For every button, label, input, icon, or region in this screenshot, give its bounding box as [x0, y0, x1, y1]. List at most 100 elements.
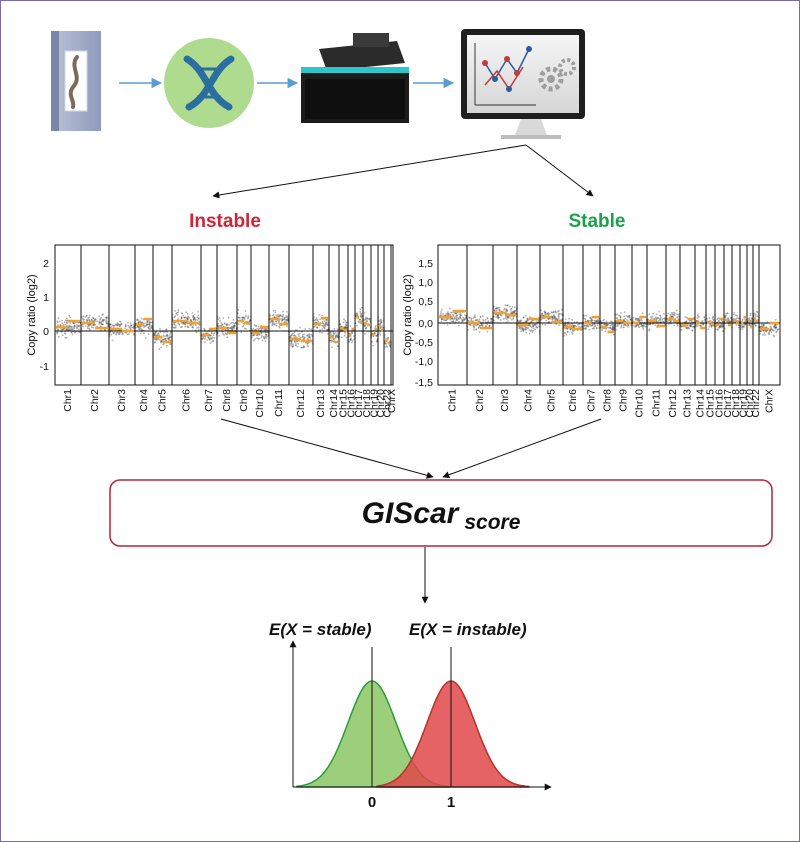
scatter-point	[221, 323, 224, 326]
scatter-point	[506, 304, 509, 307]
scatter-point	[652, 312, 654, 315]
computer-analysis-icon	[461, 29, 585, 139]
scatter-point	[482, 319, 485, 322]
sequencer-icon	[301, 33, 409, 123]
scatter-point	[455, 312, 458, 315]
scatter-point	[693, 326, 695, 328]
scatter-point	[72, 322, 75, 324]
scatter-point	[189, 318, 192, 321]
scatter-point	[140, 317, 143, 320]
scatter-point	[374, 326, 377, 328]
scatter-point	[622, 326, 625, 329]
scatter-point	[356, 324, 358, 327]
scatter-point	[315, 317, 318, 319]
scatter-point	[146, 323, 149, 326]
scatter-point	[121, 333, 124, 336]
scatter-point	[297, 333, 300, 336]
scatter-point	[69, 316, 72, 319]
scatter-point	[257, 329, 260, 331]
scatter-point	[266, 335, 269, 338]
scatter-point	[313, 319, 316, 322]
scatter-point	[504, 304, 507, 307]
scatter-point	[101, 314, 104, 316]
scatter-point	[455, 315, 457, 317]
scatter-point	[76, 324, 78, 326]
scatter-point	[547, 318, 550, 321]
scatter-point	[728, 320, 731, 323]
scatter-point	[360, 313, 363, 316]
scatter-point	[687, 327, 690, 329]
instable-chromosome-dividers	[80, 245, 392, 385]
scatter-point	[193, 316, 196, 319]
scatter-point	[623, 315, 626, 318]
scatter-point	[94, 323, 97, 326]
scatter-point	[572, 324, 575, 327]
scatter-point	[626, 326, 629, 328]
scatter-point	[589, 317, 591, 320]
scatter-point	[332, 332, 335, 335]
scatter-point	[336, 332, 339, 334]
scatter-point	[616, 324, 619, 326]
scatter-point	[669, 320, 672, 323]
scatter-point	[569, 328, 572, 331]
scatter-point	[243, 327, 246, 330]
scatter-point	[564, 323, 567, 326]
scatter-point	[738, 324, 740, 327]
scatter-point	[228, 327, 230, 330]
scatter-point	[627, 315, 630, 317]
scatter-point	[109, 326, 111, 328]
scatter-point	[554, 310, 557, 313]
scatter-point	[56, 320, 59, 323]
scatter-point	[337, 336, 339, 338]
scatter-point	[524, 320, 527, 323]
scatter-point	[570, 328, 572, 330]
scatter-point	[226, 326, 229, 329]
scatter-point	[473, 315, 476, 318]
scatter-point	[139, 332, 142, 335]
scatter-point	[724, 327, 726, 330]
scatter-point	[464, 314, 466, 316]
scatter-point	[137, 321, 140, 324]
scatter-point	[183, 316, 186, 319]
scatter-point	[703, 316, 706, 319]
scatter-point	[557, 310, 559, 313]
scatter-point	[365, 327, 367, 329]
scatter-point	[137, 322, 140, 324]
scatter-point	[502, 317, 505, 320]
scatter-point	[230, 326, 233, 329]
chromosome-label: Chr20	[375, 389, 387, 418]
scatter-point	[690, 323, 693, 326]
scatter-point	[145, 324, 148, 327]
scatter-point	[553, 314, 555, 317]
scatter-point	[684, 316, 687, 318]
scatter-point	[667, 320, 670, 322]
instable-ytick: 0	[43, 326, 49, 338]
scatter-point	[473, 328, 475, 331]
scatter-point	[623, 319, 625, 321]
scatter-point	[147, 327, 150, 330]
scatter-point	[447, 311, 449, 313]
scatter-point	[495, 307, 498, 309]
scatter-point	[301, 335, 304, 338]
scatter-point	[776, 329, 779, 331]
scatter-point	[118, 325, 121, 328]
chromosome-label: Chr10	[254, 389, 266, 418]
scatter-point	[735, 314, 737, 317]
scatter-point	[612, 327, 615, 330]
scatter-point	[495, 309, 498, 312]
scatter-point	[274, 311, 277, 314]
scatter-point	[289, 340, 292, 342]
scatter-point	[359, 308, 362, 311]
scatter-point	[66, 322, 68, 325]
scatter-point	[373, 331, 376, 334]
scatter-point	[198, 329, 200, 331]
scatter-point	[348, 338, 350, 341]
scatter-point	[710, 325, 713, 327]
scatter-point	[166, 334, 168, 337]
scatter-point	[212, 340, 215, 342]
scatter-point	[673, 324, 675, 327]
scatter-point	[136, 318, 139, 321]
scatter-point	[666, 320, 668, 323]
scatter-point	[554, 315, 557, 318]
